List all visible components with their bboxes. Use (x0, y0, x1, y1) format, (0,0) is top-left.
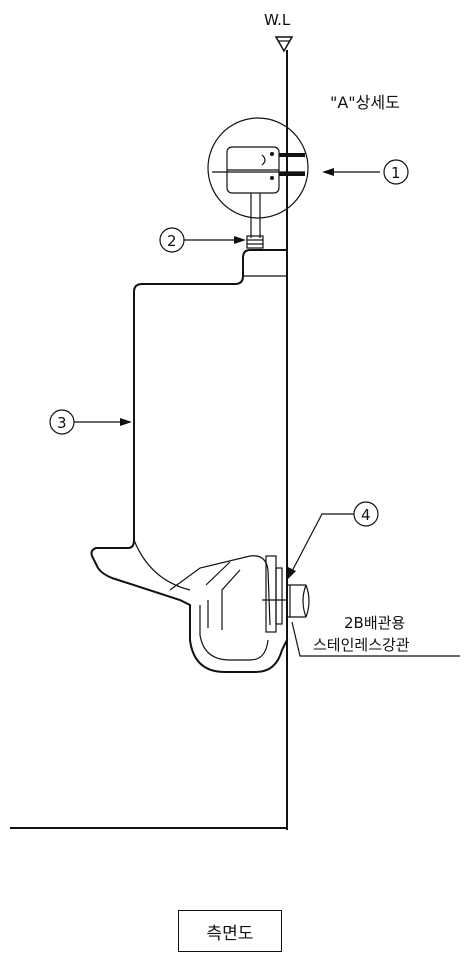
pipe-label-line1: 2B배관용 (344, 614, 405, 632)
pipe-label-line2: 스테인레스강관 (313, 636, 410, 654)
view-caption-text: 측면도 (206, 923, 254, 944)
callout-2-label: 2 (167, 232, 177, 250)
callout-1-label: 1 (391, 164, 401, 182)
callout-4-label: 4 (361, 506, 371, 524)
detail-a-title: "A"상세도 (330, 93, 400, 112)
callout-3-label: 3 (57, 414, 67, 432)
urinal-body (90, 249, 288, 673)
detail-a-circle (207, 117, 309, 219)
water-level-label: W.L (264, 11, 291, 29)
water-level-triangle-icon (274, 36, 294, 53)
callout-1-circle (383, 159, 409, 185)
view-caption: 측면도 (178, 910, 282, 952)
